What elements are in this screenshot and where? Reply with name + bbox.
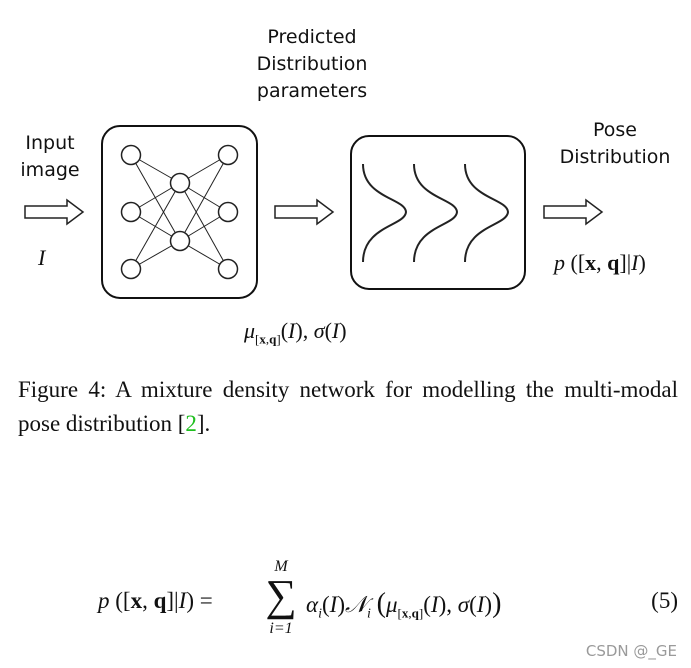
sum-lower: i=1 [269, 620, 293, 637]
neural-network-icon [101, 125, 258, 299]
watermark: CSDN @_GE [585, 642, 677, 660]
input-symbol-text: I [38, 245, 46, 270]
predicted-parameters-label: Predicted Distribution parameters [232, 24, 392, 105]
right-arrow-icon [274, 198, 335, 226]
sum-upper: M [274, 558, 288, 575]
pose-distribution-text: Pose Distribution [559, 119, 671, 168]
equation-5: p ([x, q]|I) = M ∑ i=1 αi(I)𝒩i (μ[x,q](I… [98, 558, 678, 648]
params-symbol: μ[x,q](I), σ(I) [244, 318, 347, 347]
equation-rhs: αi(I)𝒩i (μ[x,q](I), σ(I)) [306, 588, 502, 622]
caption-prefix: Figure 4: A mixture density network for … [18, 377, 678, 436]
output-symbol: p ([x, q]|I) [554, 250, 646, 275]
right-arrow-icon [543, 198, 604, 226]
predicted-parameters-text: Predicted Distribution parameters [256, 26, 368, 102]
summation: M ∑ i=1 [256, 558, 306, 642]
input-label: Input image [10, 130, 90, 184]
caption-suffix: ]. [196, 411, 211, 436]
input-label-text: Input image [20, 132, 80, 181]
equation-number: (5) [651, 588, 678, 613]
right-arrow-icon [24, 198, 85, 226]
input-symbol: I [38, 245, 45, 271]
equation-expression: p ([x, q]|I) = [98, 588, 213, 613]
figure-caption: Figure 4: A mixture density network for … [18, 373, 678, 441]
gaussian-curves-icon [350, 135, 526, 290]
citation-link[interactable]: 2 [185, 411, 197, 436]
pose-distribution-label: Pose Distribution [545, 117, 685, 171]
sum-symbol: ∑ [265, 571, 297, 620]
